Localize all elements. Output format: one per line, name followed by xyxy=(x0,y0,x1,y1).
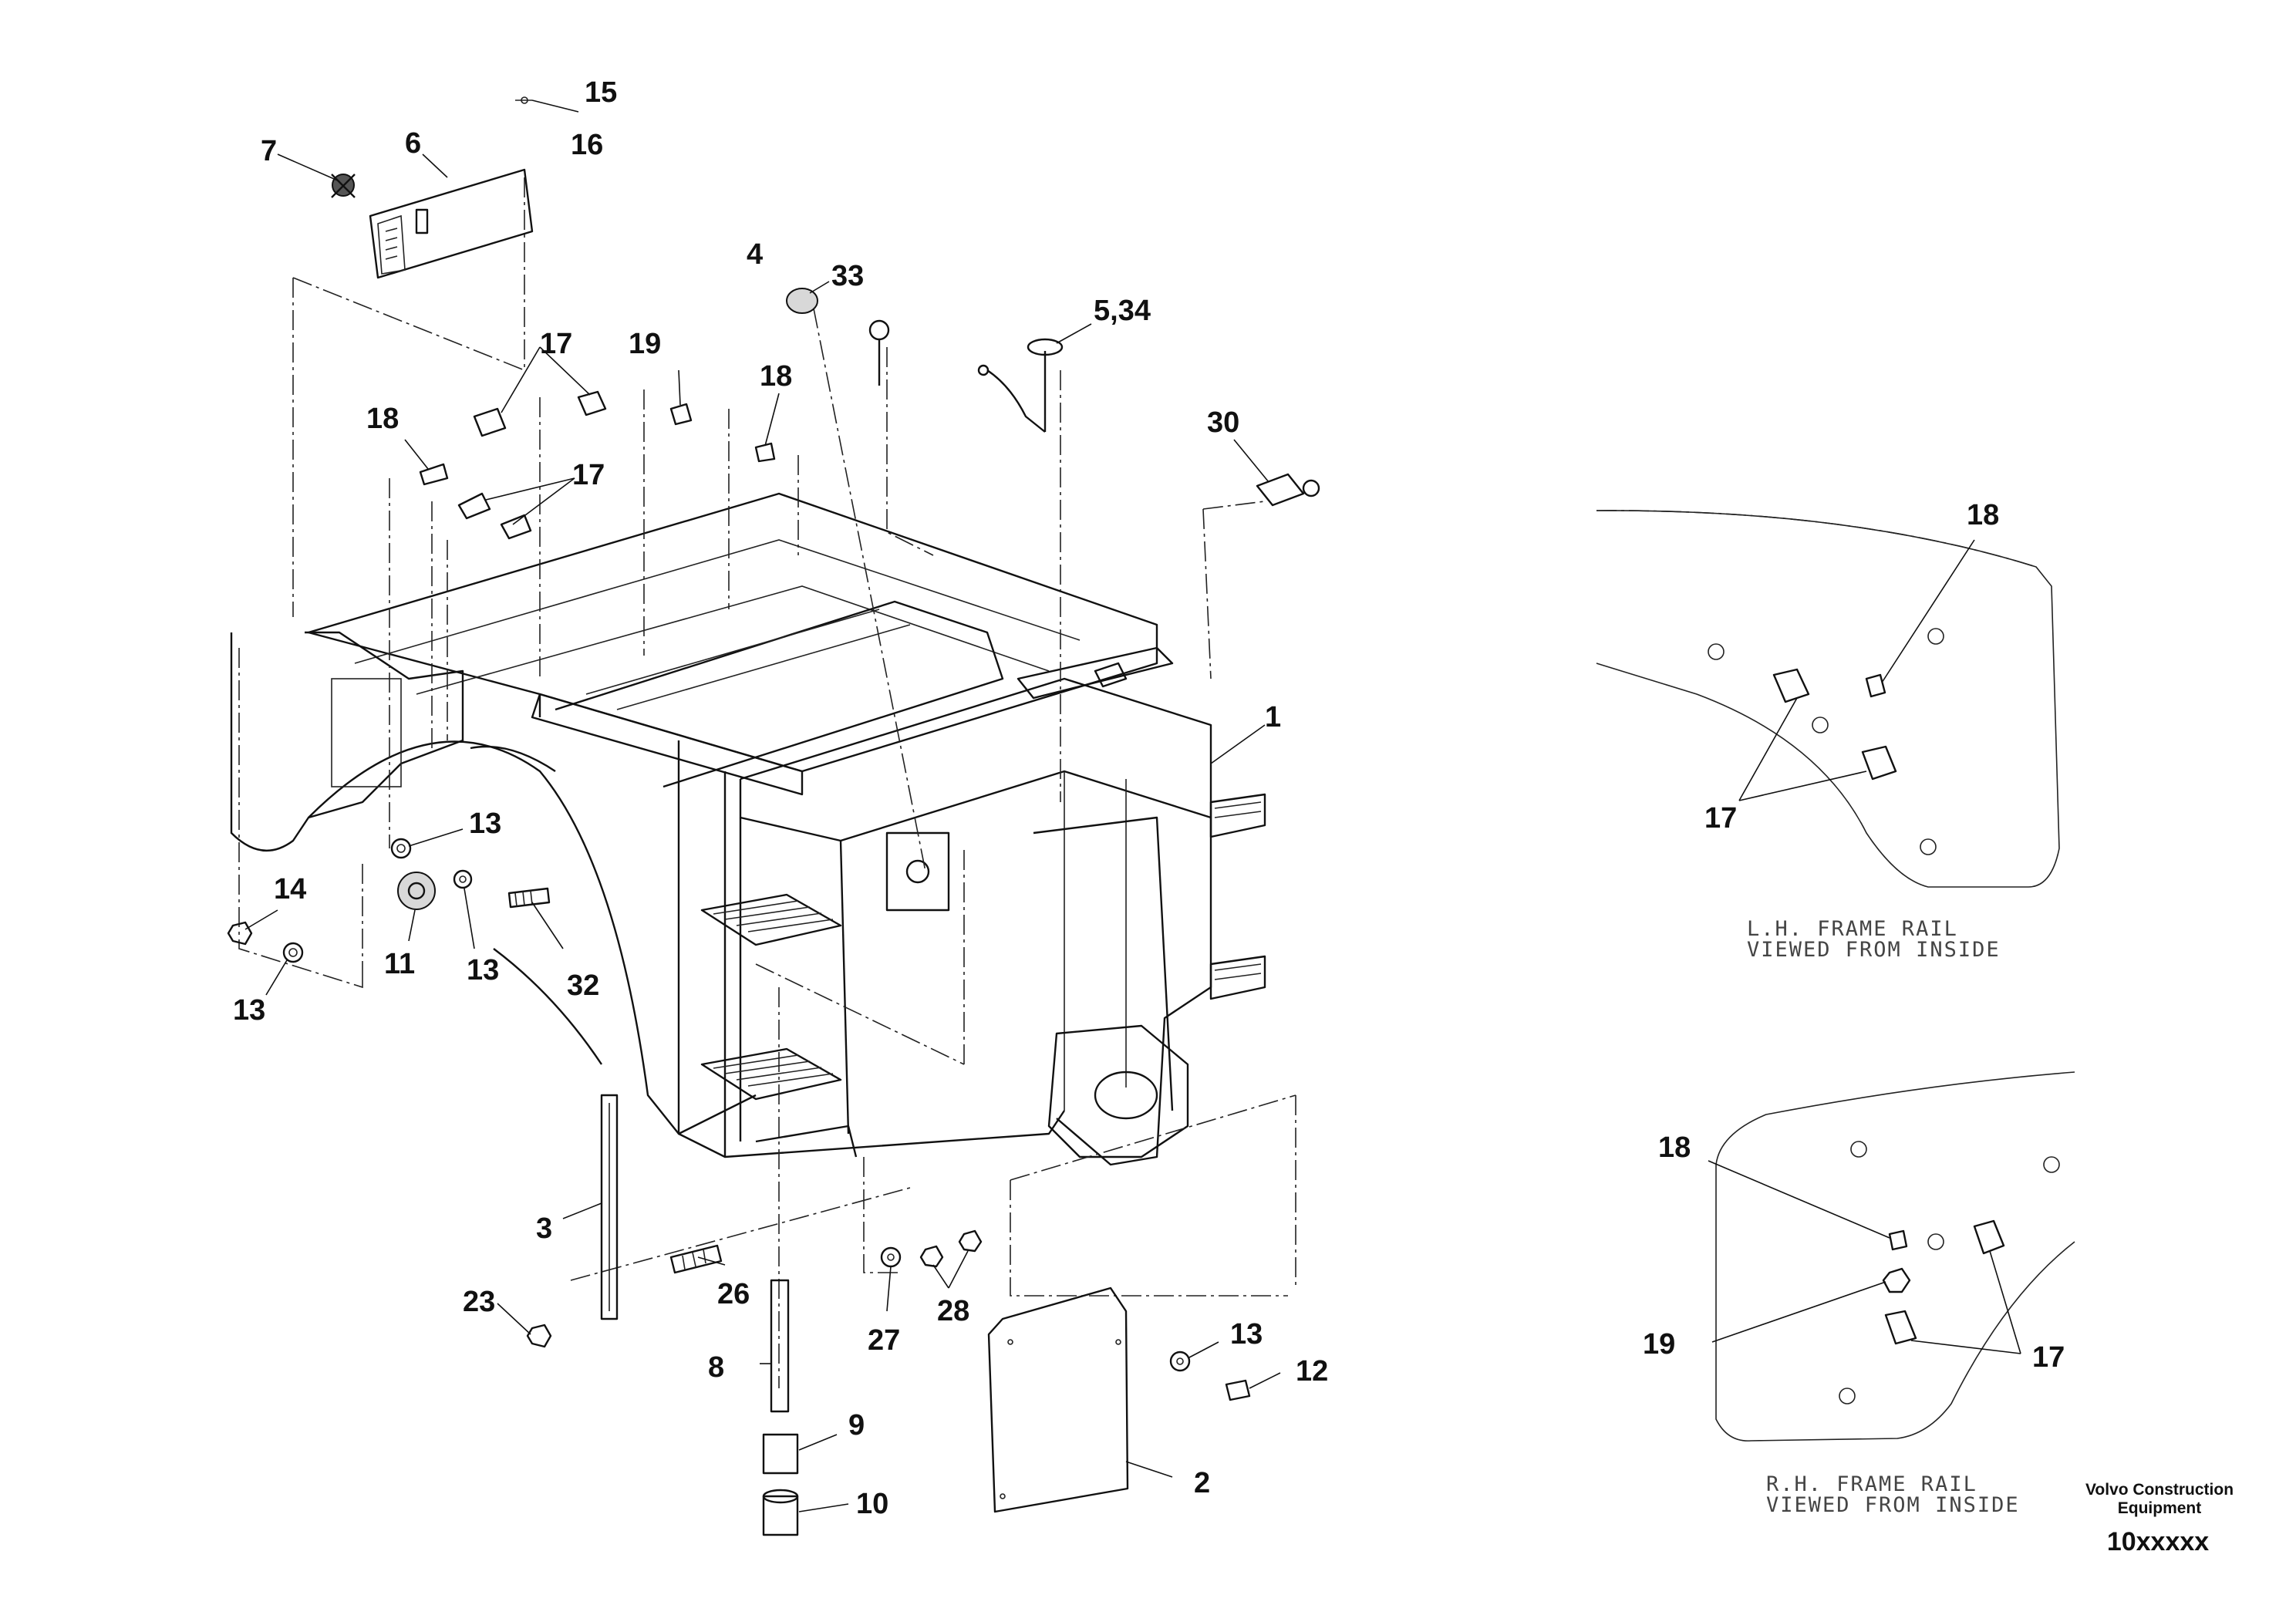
part-7-knob xyxy=(331,174,356,198)
part-32-bolt xyxy=(507,887,551,909)
part-33-eyebolt xyxy=(868,319,890,386)
callout-14: 14 xyxy=(274,873,306,905)
callout-6: 6 xyxy=(405,127,421,160)
callout-16: 16 xyxy=(571,129,603,161)
callout-13-d: 13 xyxy=(1230,1318,1263,1351)
callout-13-a: 13 xyxy=(469,808,501,840)
rh-caption-line1: R.H. FRAME RAIL xyxy=(1766,1472,1977,1496)
part-12-bolt xyxy=(1225,1379,1251,1401)
step-upper-left xyxy=(700,893,842,946)
rh-caption-line2: VIEWED FROM INSIDE xyxy=(1766,1493,2020,1517)
part-19-fitting xyxy=(669,403,693,426)
part-28-nut-washer xyxy=(919,1229,983,1268)
drawing-code: 10xxxxx xyxy=(2107,1527,2209,1556)
part-18-fitting-b xyxy=(419,463,449,486)
part-4-cap xyxy=(786,288,818,314)
lh-frame-rail-detail: 18 17 L.H. FRAME RAIL VIEWED FROM INSIDE xyxy=(1596,499,2060,962)
callout-33: 33 xyxy=(831,260,864,292)
callout-18-top: 18 xyxy=(760,360,792,393)
part-11-roller xyxy=(397,872,436,910)
frame-assembly xyxy=(230,492,1266,1166)
rh-frame-rail-detail: 18 19 17 R.H. FRAME RAIL VIEWED FROM INS… xyxy=(1643,1071,2075,1517)
part-13-washer-b xyxy=(453,869,473,889)
part-18-fitting-a xyxy=(754,442,776,463)
callout-17-left: 17 xyxy=(572,459,605,491)
callout-12: 12 xyxy=(1296,1355,1328,1388)
callout-17-top: 17 xyxy=(540,328,572,360)
part-5-34-sensor xyxy=(977,338,1064,433)
callout-32: 32 xyxy=(567,969,599,1002)
callout-26: 26 xyxy=(717,1278,750,1310)
callout-1: 1 xyxy=(1265,701,1281,733)
part-10-bushing xyxy=(762,1489,799,1536)
callout-2: 2 xyxy=(1194,1467,1210,1499)
callout-27: 27 xyxy=(868,1324,900,1357)
part-15-16-fastener xyxy=(515,96,532,104)
brand-line-1: Volvo Construction xyxy=(2085,1481,2234,1499)
rh-callout-19: 19 xyxy=(1643,1328,1675,1361)
callout-10: 10 xyxy=(856,1488,888,1520)
part-8-pin xyxy=(770,1279,790,1413)
step-lower-left xyxy=(700,1047,842,1101)
part-6-cover-plate xyxy=(369,168,534,279)
callout-9: 9 xyxy=(848,1409,865,1442)
callout-23: 23 xyxy=(463,1286,495,1318)
callout-8: 8 xyxy=(708,1351,724,1384)
main-callouts: 15 16 7 6 4 33 5,34 17 19 18 18 17 30 1 … xyxy=(233,76,1328,1520)
lh-caption-line2: VIEWED FROM INSIDE xyxy=(1747,938,2001,962)
part-2-panel xyxy=(987,1286,1129,1513)
callout-leaders xyxy=(244,99,1281,1512)
part-23-nut xyxy=(526,1324,552,1348)
part-17-fitting-c xyxy=(457,492,532,540)
callout-7: 7 xyxy=(261,135,277,167)
lh-caption-line1: L.H. FRAME RAIL xyxy=(1747,917,1958,941)
part-13-washer-c xyxy=(282,942,304,963)
part-26-bolt xyxy=(669,1244,723,1274)
part-17-fitting-b xyxy=(577,390,607,416)
part-3-rod xyxy=(600,1094,619,1320)
part-13-washer-a xyxy=(390,838,412,859)
part-17-fitting-a xyxy=(473,407,507,437)
callout-18-left: 18 xyxy=(366,403,399,435)
part-27-washer xyxy=(880,1246,902,1268)
callout-3: 3 xyxy=(536,1212,552,1245)
step-upper-right xyxy=(1209,793,1266,838)
callout-11: 11 xyxy=(384,948,415,980)
part-9-bushing xyxy=(762,1433,799,1475)
callout-4: 4 xyxy=(747,238,763,271)
title-block: Volvo Construction Equipment 10xxxxx xyxy=(2085,1481,2234,1556)
callout-15: 15 xyxy=(585,76,617,109)
lh-callout-18: 18 xyxy=(1967,499,1999,531)
rh-callout-17: 17 xyxy=(2032,1341,2065,1374)
part-14-nut xyxy=(227,921,253,946)
part-13-washer-d xyxy=(1169,1351,1191,1372)
lh-callout-17: 17 xyxy=(1704,802,1737,835)
callout-19: 19 xyxy=(629,328,661,360)
rh-callout-18: 18 xyxy=(1658,1131,1691,1164)
callout-13-b: 13 xyxy=(467,954,499,986)
callout-30: 30 xyxy=(1207,406,1239,439)
explosion-leaders xyxy=(238,177,1296,1388)
part-30-fitting xyxy=(1256,473,1320,507)
callout-13-c: 13 xyxy=(233,994,265,1027)
step-lower-right xyxy=(1209,955,1266,1000)
callout-28: 28 xyxy=(937,1295,969,1327)
brand-line-2: Equipment xyxy=(2118,1499,2202,1517)
callout-5-34: 5,34 xyxy=(1094,295,1151,327)
